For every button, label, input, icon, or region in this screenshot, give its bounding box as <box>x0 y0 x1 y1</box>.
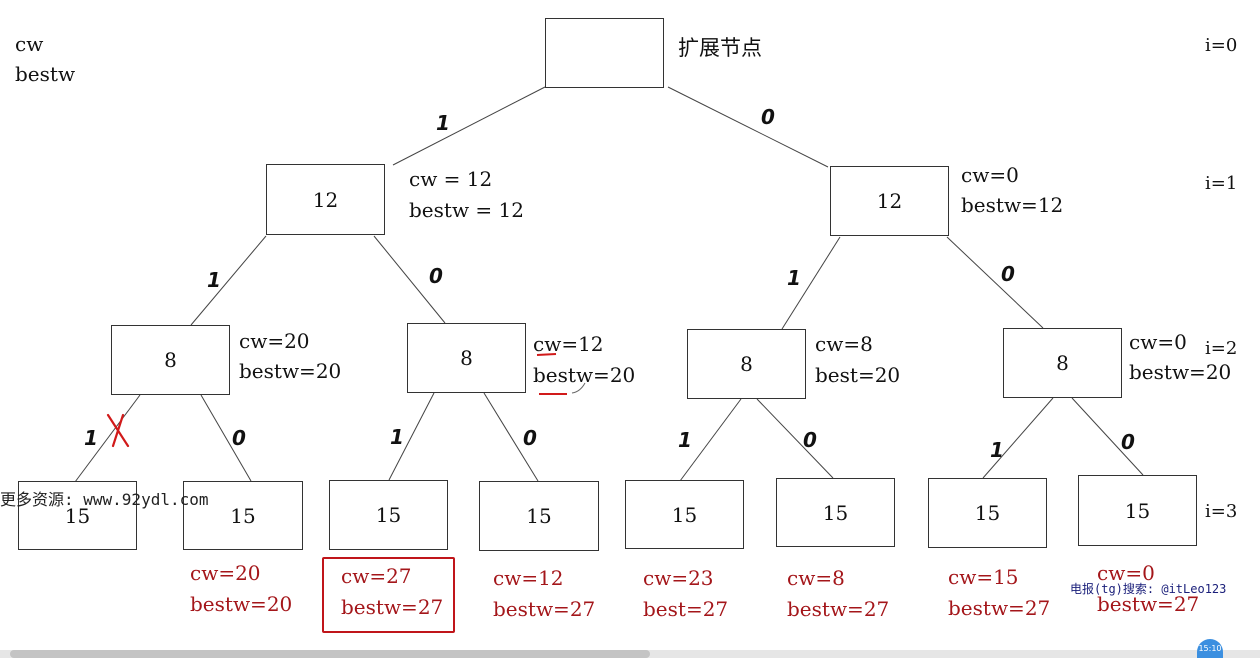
l2-d-node: 8 <box>1003 328 1122 398</box>
level-label-3: i=3 <box>1205 501 1238 522</box>
pen-squiggle <box>571 382 586 394</box>
l3-4-cw: cw=12 <box>493 566 564 590</box>
edge-label-root-left: 1 <box>436 111 450 135</box>
edge-root-left <box>392 86 546 166</box>
edge-label-l2c-right: 0 <box>803 428 817 452</box>
root-node <box>545 18 664 88</box>
l2-c-node: 8 <box>687 329 806 399</box>
l2-c-best: best=20 <box>815 363 901 387</box>
l3-8-cw: cw=0 <box>1097 561 1155 585</box>
edge-l1l-left <box>190 235 267 326</box>
l3-5-best: best=27 <box>643 597 729 621</box>
edge-l2b-left <box>388 392 435 481</box>
edge-l1r-right <box>946 236 1044 329</box>
l2-a-node: 8 <box>111 325 230 395</box>
l1-left-node: 12 <box>266 164 385 235</box>
edge-label-l1r-right: 0 <box>1001 262 1015 286</box>
l1-right-bestw: bestw=12 <box>961 193 1064 217</box>
pruned-cross-icon <box>106 413 130 448</box>
corner-label-cw: cw <box>15 32 44 56</box>
edge-root-right <box>667 86 829 168</box>
timestamp-badge: 15:10 <box>1197 639 1223 658</box>
l3-node-7: 15 <box>928 478 1047 548</box>
l3-7-cw: cw=15 <box>948 565 1019 589</box>
edge-label-l2d-right: 0 <box>1121 430 1135 454</box>
edge-label-l1r-left: 1 <box>787 266 801 290</box>
l3-node-8: 15 <box>1078 475 1197 546</box>
l2-b-node: 8 <box>407 323 526 393</box>
l3-node-4: 15 <box>479 481 599 551</box>
edge-label-l1l-right: 0 <box>429 264 443 288</box>
l1-left-bestw: bestw = 12 <box>409 198 524 222</box>
l3-5-cw: cw=23 <box>643 566 714 590</box>
l3-3-cw: cw=27 <box>341 564 412 588</box>
l2-b-cw: cw=12 <box>533 332 604 356</box>
l2-d-bestw: bestw=20 <box>1129 360 1232 384</box>
l2-a-cw: cw=20 <box>239 329 310 353</box>
l3-3-bestw: bestw=27 <box>341 595 444 619</box>
edge-label-l2a-left: 1 <box>84 426 98 450</box>
l3-2-cw: cw=20 <box>190 561 261 585</box>
edge-l2c-right <box>756 398 834 479</box>
edge-l1l-right <box>373 235 446 324</box>
level-label-1: i=1 <box>1205 173 1238 194</box>
l3-node-5: 15 <box>625 480 744 549</box>
corner-label-bestw: bestw <box>15 62 76 86</box>
edge-l2a-right <box>200 394 252 482</box>
watermark-search: 电报(tg)搜索: @itLeo123 <box>1070 582 1227 596</box>
watermark-site: 更多资源: www.92ydl.com <box>0 490 209 509</box>
edge-l2d-right <box>1071 397 1144 476</box>
l3-7-bestw: bestw=27 <box>948 596 1051 620</box>
edge-label-l2b-right: 0 <box>523 426 537 450</box>
level-label-0: i=0 <box>1205 35 1238 56</box>
edge-label-l1l-left: 1 <box>207 268 221 292</box>
root-title: 扩展节点 <box>678 36 762 60</box>
l3-node-1: 15 <box>18 481 137 550</box>
l1-left-cw: cw = 12 <box>409 167 493 191</box>
l1-right-node: 12 <box>830 166 949 236</box>
l3-node-2: 15 <box>183 481 303 550</box>
l2-c-cw: cw=8 <box>815 332 873 356</box>
edge-l1r-left <box>781 236 841 330</box>
l3-6-cw: cw=8 <box>787 566 845 590</box>
scrollbar-thumb[interactable] <box>10 650 650 658</box>
edge-l2a-left <box>74 394 141 483</box>
l1-right-cw: cw=0 <box>961 163 1019 187</box>
pen-underline-cw <box>536 353 557 356</box>
l3-6-bestw: bestw=27 <box>787 597 890 621</box>
l2-a-bestw: bestw=20 <box>239 359 342 383</box>
edge-label-l2b-left: 1 <box>390 425 404 449</box>
edge-l2b-right <box>483 392 539 482</box>
l3-node-3: 15 <box>329 480 448 550</box>
edge-l2c-left <box>679 398 742 482</box>
horizontal-scrollbar[interactable] <box>0 650 1260 658</box>
best-solution-highlight <box>322 557 455 633</box>
edge-label-l2a-right: 0 <box>232 426 246 450</box>
level-label-2: i=2 <box>1205 338 1238 359</box>
edge-label-l2d-left: 1 <box>990 438 1004 462</box>
l3-4-bestw: bestw=27 <box>493 597 596 621</box>
l3-node-6: 15 <box>776 478 895 547</box>
l3-2-bestw: bestw=20 <box>190 592 293 616</box>
l2-b-bestw: bestw=20 <box>533 363 636 387</box>
l3-8-bestw: bestw=27 <box>1097 592 1200 616</box>
l2-d-cw: cw=0 <box>1129 330 1187 354</box>
edge-l2d-left <box>982 397 1054 479</box>
edge-label-l2c-left: 1 <box>678 428 692 452</box>
edge-label-root-right: 0 <box>761 105 775 129</box>
